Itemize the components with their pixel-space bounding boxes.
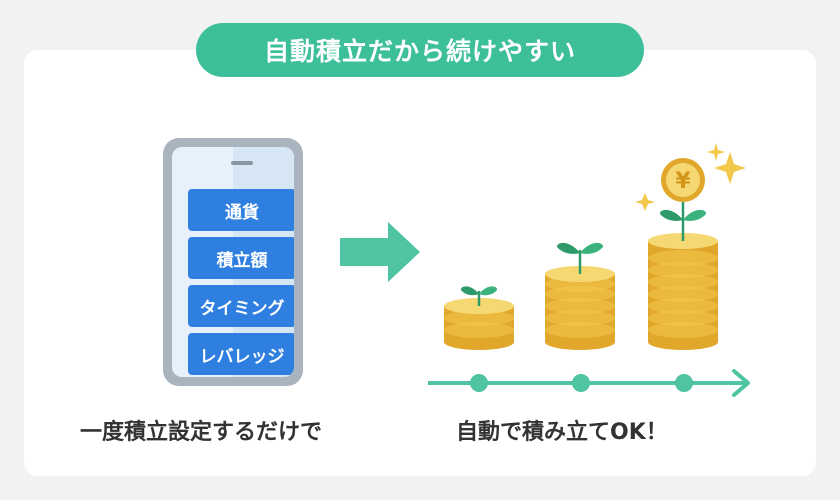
sprout-icon: [460, 286, 498, 306]
smartphone: 通貨 積立額 タイミング レバレッジ: [163, 138, 303, 386]
option-timing: タイミング: [188, 285, 294, 327]
left-caption: 一度積立設定するだけで: [80, 420, 323, 445]
option-leverage: レバレッジ: [188, 333, 294, 375]
right-caption: 自動で積み立てOK！: [456, 420, 668, 445]
option-currency: 通貨: [188, 189, 294, 231]
option-amount: 積立額: [188, 237, 294, 279]
page-title: 自動積立だから続けやすい: [196, 23, 644, 77]
yen-symbol: ¥: [675, 169, 691, 194]
coin-stack-icon: [545, 266, 615, 350]
phone-speaker: [231, 161, 253, 165]
coin-stack-icon: [648, 233, 718, 350]
sprout-icon: [556, 242, 604, 274]
right-arrow-icon: [340, 222, 420, 282]
phone-screen: 通貨 積立額 タイミング レバレッジ: [172, 147, 294, 377]
timeline-icon: [428, 369, 750, 397]
yen-coin-icon: ¥: [661, 158, 705, 202]
sparkle-icon: [635, 143, 746, 211]
sprout-icon: [659, 198, 707, 241]
